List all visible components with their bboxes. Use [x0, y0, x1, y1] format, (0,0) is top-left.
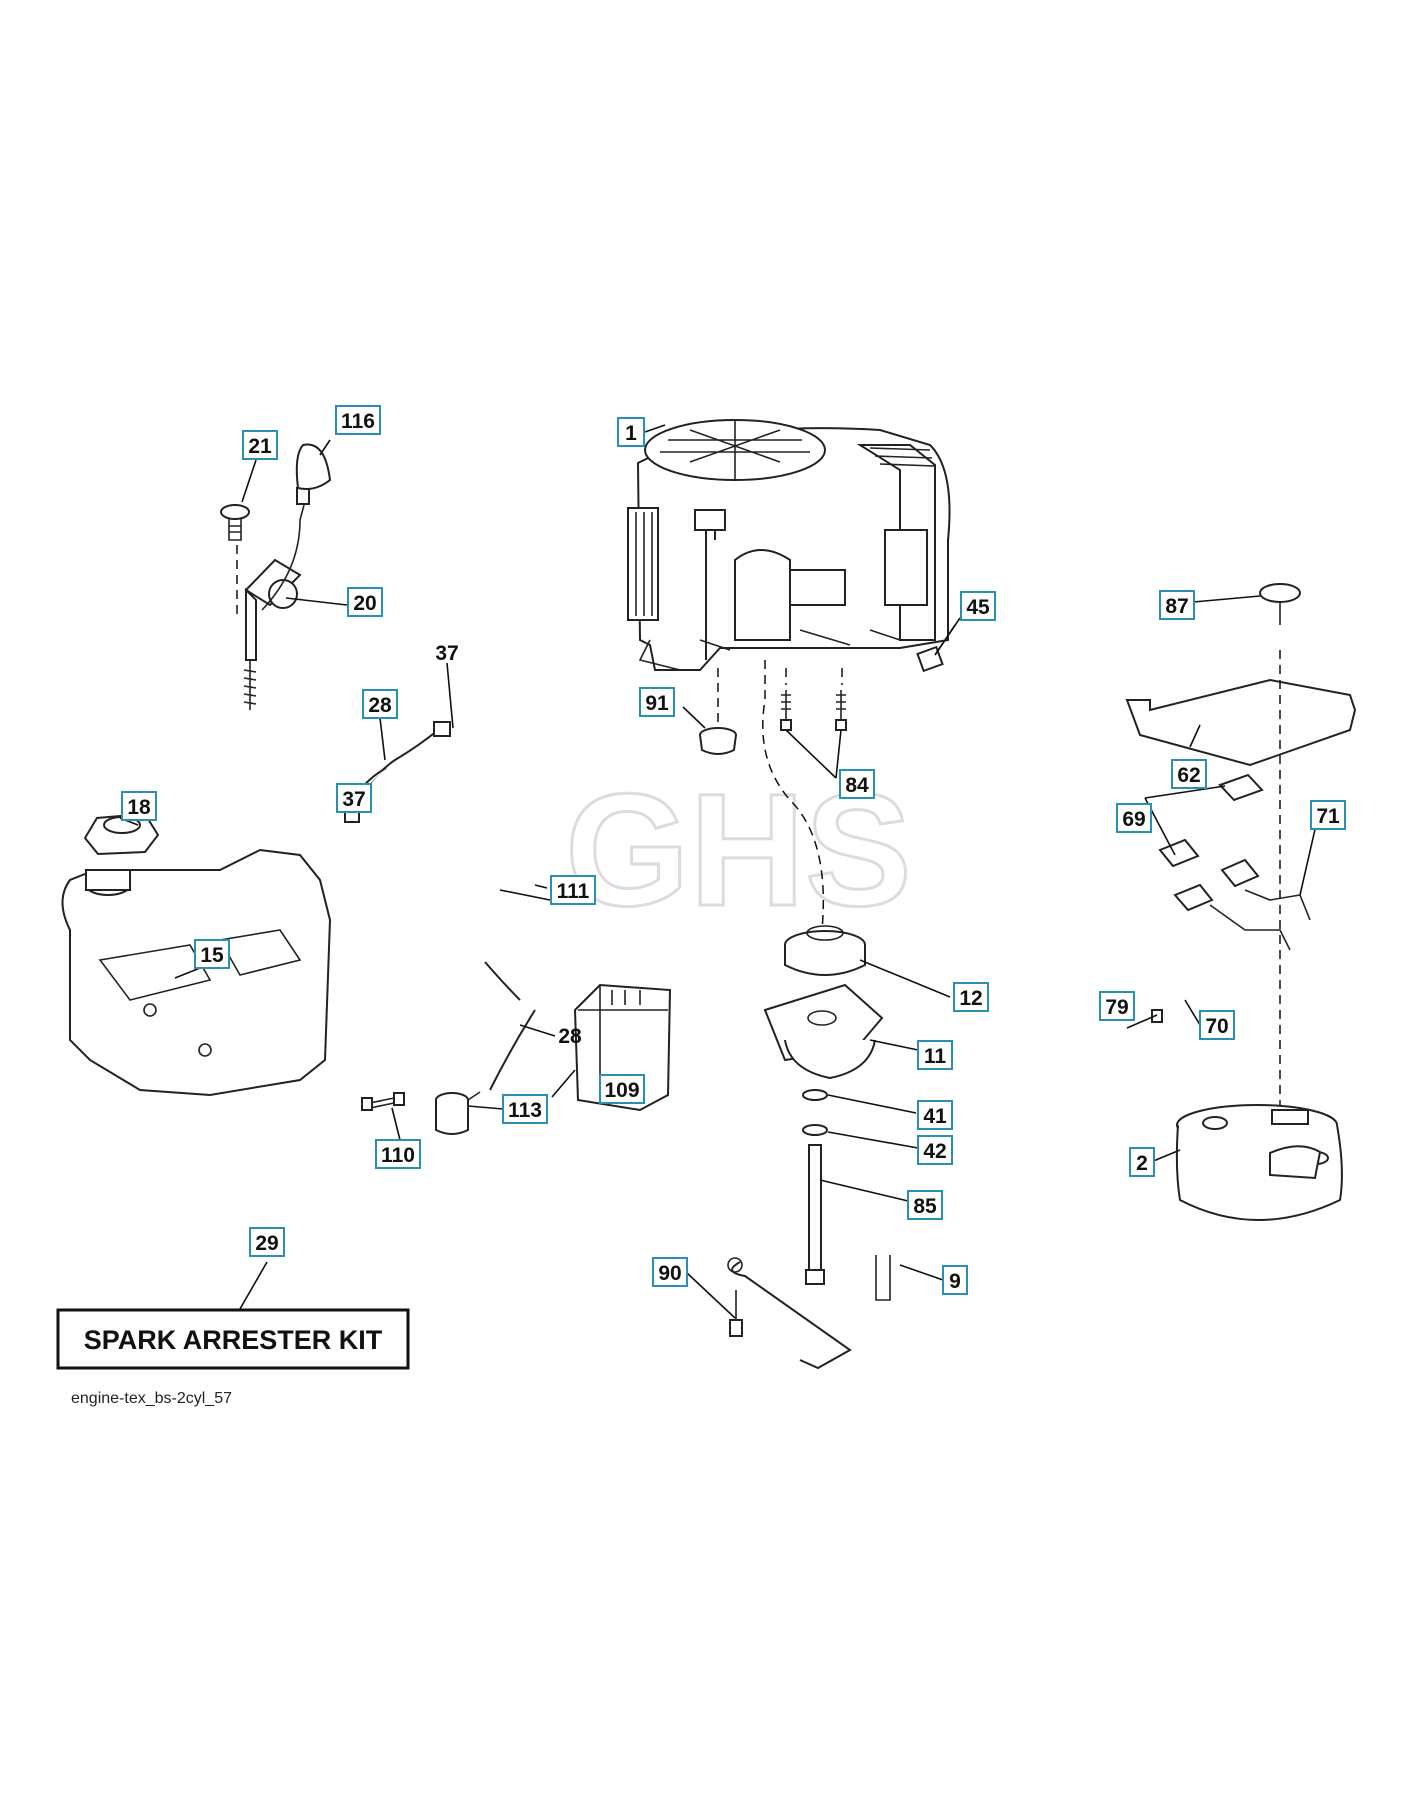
svg-text:69: 69 [1122, 808, 1145, 831]
fuel-filter-illustration [435, 983, 672, 1135]
svg-text:28: 28 [368, 694, 392, 717]
svg-text:29: 29 [255, 1232, 278, 1255]
callout-28-lower: 28 [558, 1025, 582, 1048]
callout-84: 84 [839, 769, 875, 799]
callout-110: 110 [375, 1139, 421, 1169]
svg-text:SPARK ARRESTER KIT: SPARK ARRESTER KIT [84, 1325, 383, 1355]
bracket-illustration [727, 1255, 891, 1370]
callout-113: 113 [502, 1094, 548, 1124]
svg-text:109: 109 [604, 1079, 639, 1102]
svg-text:41: 41 [923, 1105, 947, 1128]
muffler-assembly-illustration [1125, 583, 1357, 1221]
callout-85: 85 [907, 1190, 943, 1220]
diagram-caption: engine-tex_bs-2cyl_57 [71, 1390, 232, 1407]
svg-text:113: 113 [508, 1099, 542, 1122]
svg-text:37: 37 [342, 788, 365, 811]
svg-text:84: 84 [845, 774, 869, 797]
svg-text:2: 2 [1136, 1152, 1148, 1175]
callout-37-upper: 37 [435, 642, 458, 665]
leader-lines [119, 424, 1317, 1336]
svg-text:91: 91 [645, 692, 669, 715]
throttle-control-illustration [220, 443, 332, 710]
svg-text:45: 45 [966, 596, 990, 619]
svg-text:71: 71 [1316, 805, 1340, 828]
svg-text:18: 18 [127, 796, 151, 819]
engine-illustration [627, 419, 951, 671]
alignment-lines [236, 545, 1281, 1105]
callout-70: 70 [1199, 1010, 1235, 1040]
callout-20: 20 [347, 587, 383, 617]
svg-text:87: 87 [1165, 595, 1188, 618]
callout-45: 45 [960, 591, 996, 621]
callout-91: 91 [639, 687, 675, 717]
svg-text:20: 20 [353, 592, 376, 615]
callout-11: 11 [917, 1040, 953, 1070]
callout-87: 87 [1159, 590, 1195, 620]
svg-text:70: 70 [1205, 1015, 1228, 1038]
fuel-tank-illustration [61, 812, 332, 1097]
svg-text:9: 9 [949, 1270, 961, 1293]
callout-15: 15 [194, 939, 230, 969]
callout-116: 116 [335, 405, 381, 435]
svg-text:15: 15 [200, 944, 224, 967]
callout-62: 62 [1171, 759, 1207, 789]
svg-text:116: 116 [341, 410, 375, 433]
svg-text:111: 111 [557, 880, 590, 903]
svg-text:11: 11 [924, 1045, 947, 1068]
callout-37-lower: 37 [336, 783, 372, 813]
callout-111: 111 [550, 875, 596, 905]
svg-text:1: 1 [625, 422, 637, 445]
svg-text:12: 12 [959, 987, 982, 1010]
svg-text:85: 85 [913, 1195, 937, 1218]
svg-text:42: 42 [923, 1140, 946, 1163]
svg-text:79: 79 [1105, 996, 1128, 1019]
svg-text:110: 110 [381, 1144, 415, 1167]
svg-text:90: 90 [658, 1262, 681, 1285]
callout-28-upper: 28 [362, 689, 398, 719]
callout-21: 21 [242, 430, 278, 460]
callout-69: 69 [1116, 803, 1152, 833]
callout-9: 9 [942, 1265, 968, 1295]
clutch-pulley-illustration [763, 925, 884, 1285]
callout-2: 2 [1129, 1147, 1155, 1177]
callout-71: 71 [1310, 800, 1346, 830]
callout-90: 90 [652, 1257, 688, 1287]
fuel-lines-illustration [344, 721, 536, 1111]
callout-41: 41 [917, 1100, 953, 1130]
callout-79: 79 [1099, 991, 1135, 1021]
callout-12: 12 [953, 982, 989, 1012]
callout-29: 29 [249, 1227, 285, 1257]
spark-arrester-kit-box: SPARK ARRESTER KIT [56, 1308, 410, 1370]
callout-42: 42 [917, 1135, 953, 1165]
screws-illustration [780, 690, 847, 731]
callout-1: 1 [617, 417, 645, 447]
svg-text:62: 62 [1177, 764, 1200, 787]
callout-109: 109 [599, 1074, 645, 1104]
callout-18: 18 [121, 791, 157, 821]
bushing-illustration [699, 727, 737, 755]
svg-text:21: 21 [248, 435, 272, 458]
